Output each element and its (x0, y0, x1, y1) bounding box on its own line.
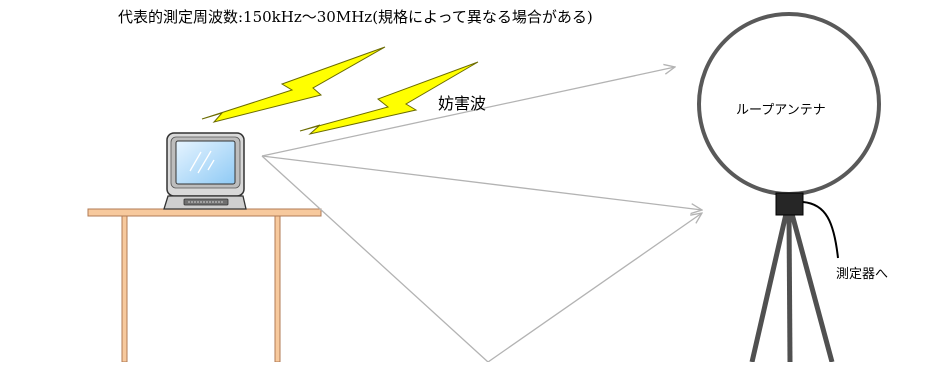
table-top (87, 208, 322, 217)
antenna-cable (802, 201, 839, 259)
interference-wave-label: 妨害波 (438, 94, 487, 113)
wave-arrow-lower-left (261, 155, 489, 363)
antenna-connector (775, 192, 804, 216)
table-leg-left (121, 215, 128, 363)
wave-arrow-lower-right (487, 213, 702, 363)
tripod-leg-right (789, 213, 835, 363)
interference-arrows (261, 67, 702, 363)
table-leg-right (274, 215, 281, 363)
tripod-leg-left (749, 213, 789, 363)
diagram-title: 代表的測定周波数:150kHz〜30MHz(規格によって異なる場合がある) (118, 8, 593, 26)
wave-arrow-middle (261, 155, 702, 210)
to-meter-label: 測定器へ (836, 267, 889, 282)
lightning-bolt-icon (299, 61, 479, 135)
tv-screen-glare (189, 150, 215, 174)
tv-icon (163, 132, 247, 210)
lightning-bolt-icon (201, 46, 386, 123)
lightning-bolts (201, 46, 479, 135)
table (87, 208, 322, 363)
wave-arrow-upper (261, 67, 675, 157)
tv-screen (175, 140, 236, 185)
loop-antenna-icon (697, 12, 881, 363)
tripod-leg-center (786, 213, 793, 363)
loop-antenna-label: ループアンテナ (736, 103, 826, 118)
